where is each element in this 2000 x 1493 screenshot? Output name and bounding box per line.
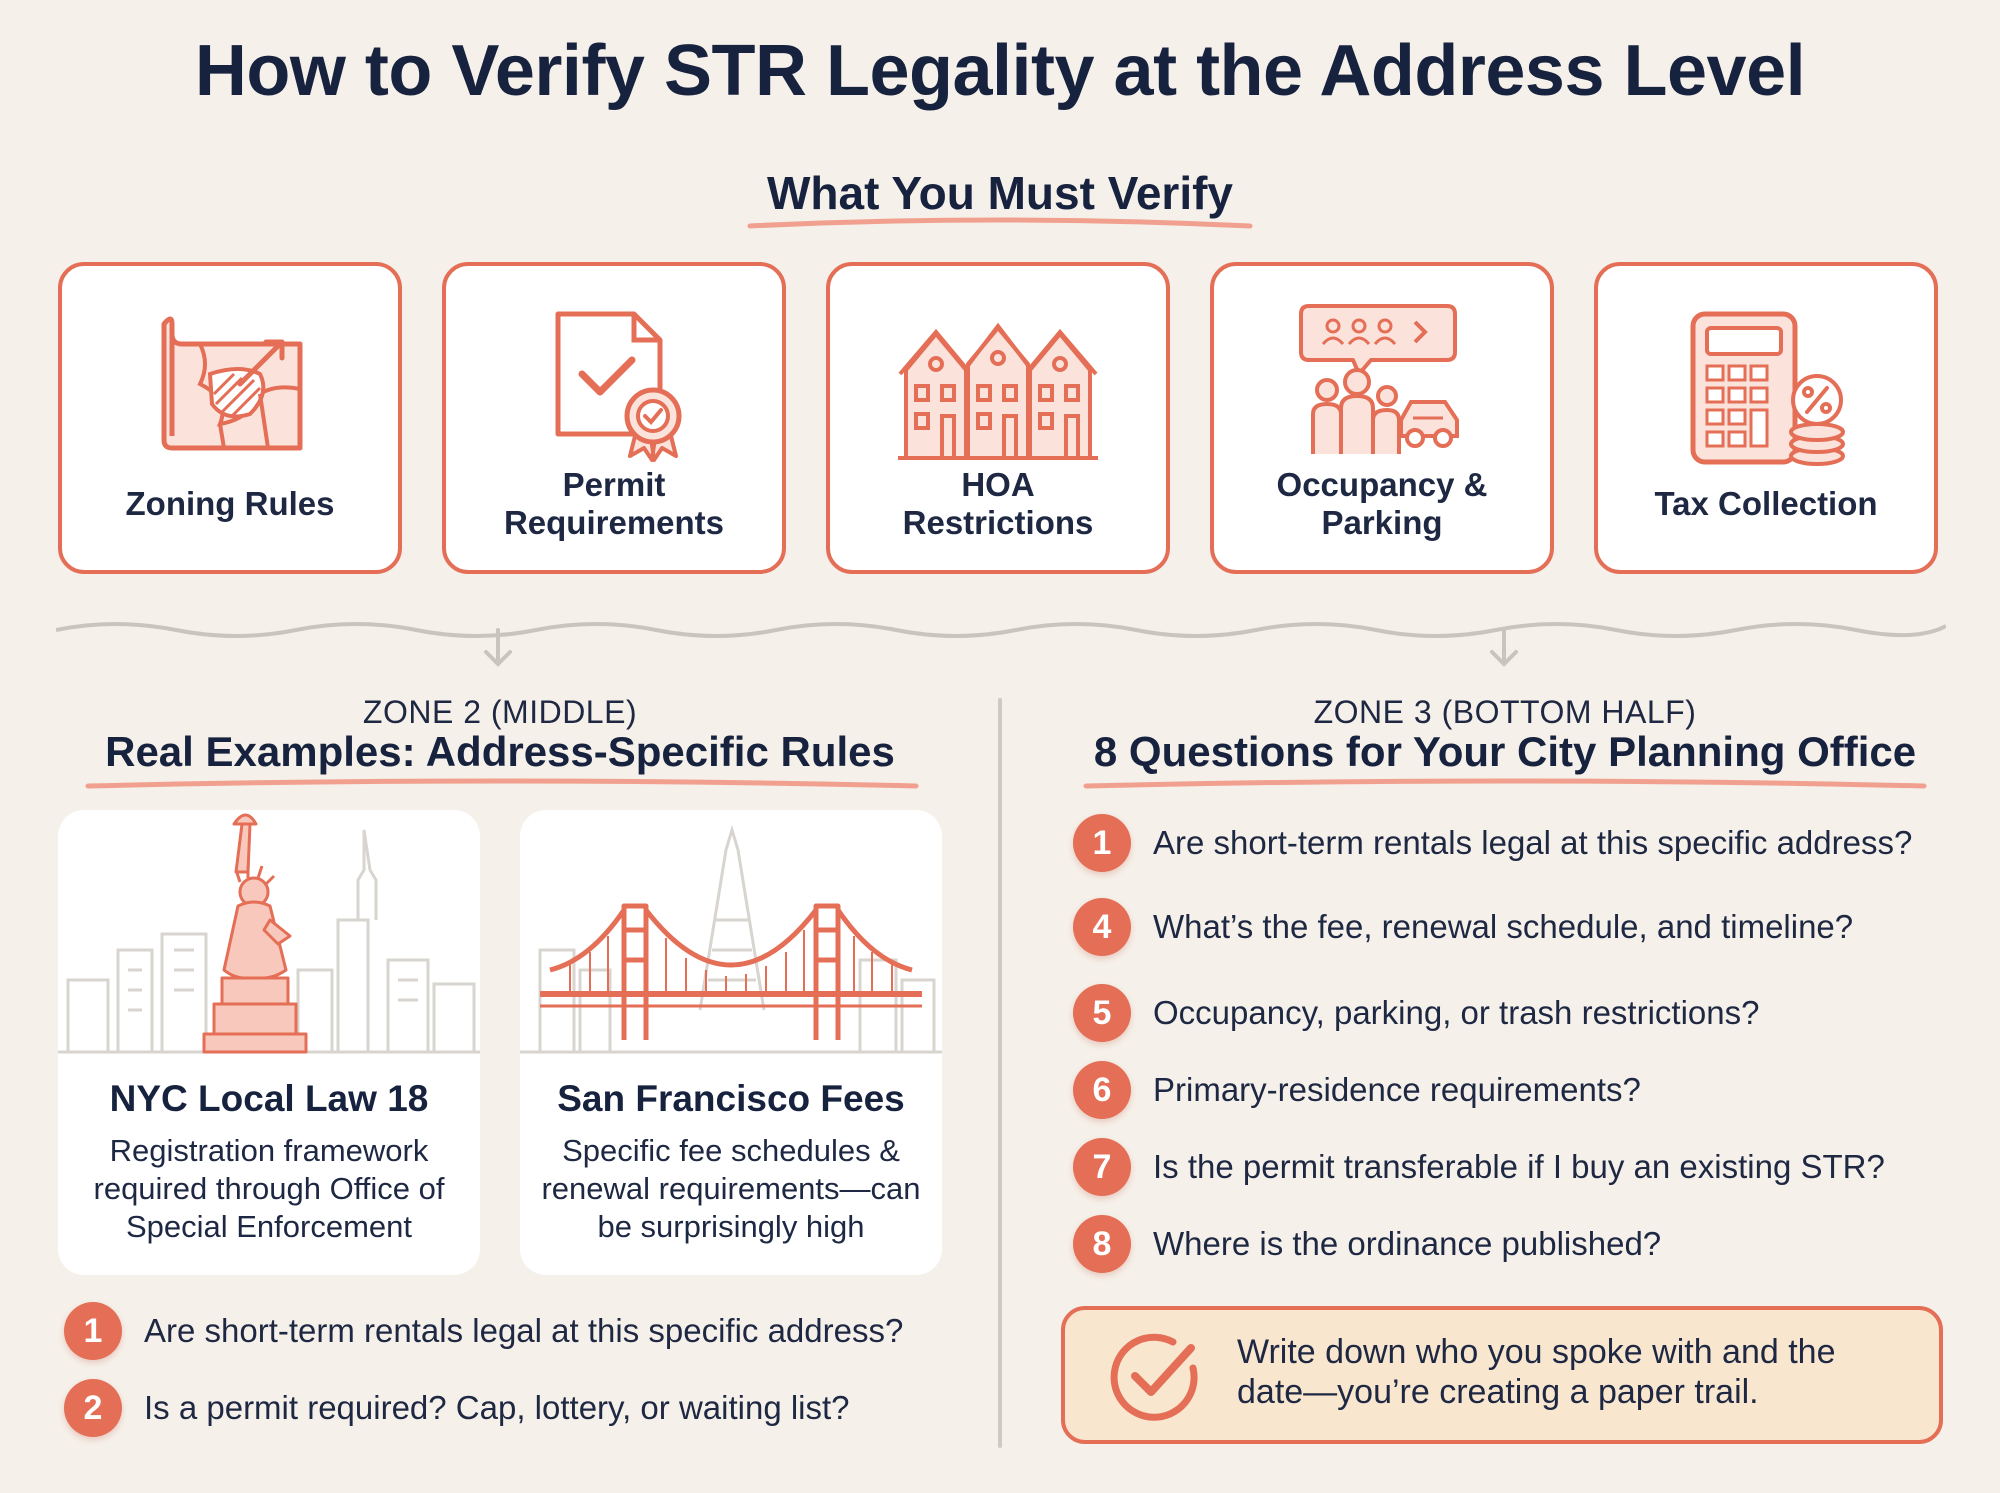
zone3-question-item: 6 Primary-residence requirements? [1073,1061,1641,1119]
zone2-question-item: 1 Are short-term rentals legal at this s… [64,1302,903,1360]
card-label: HOA Restrictions [902,466,1094,541]
example-body: Specific fee schedules & renewal require… [541,1133,921,1244]
example-card-sf: San Francisco Fees Specific fee schedule… [520,810,942,1275]
golden-gate-bridge-icon [520,824,942,1054]
card-label: Zoning Rules [125,485,335,522]
card-label: Permit Requirements [503,466,725,541]
zone3-title-underline [1083,778,1927,789]
zone2-question-item: 2 Is a permit required? Cap, lottery, or… [64,1379,850,1437]
card-label: Occupancy & Parking [1276,466,1488,541]
example-title: San Francisco Fees [557,1078,905,1119]
verify-card-permit: Permit Requirements [442,262,786,574]
example-card-nyc: NYC Local Law 18 Registration framework … [58,810,480,1275]
question-number-badge: 4 [1073,898,1131,956]
card-label: Tax Collection [1654,485,1878,522]
question-text: Is a permit required? Cap, lottery, or w… [144,1389,850,1426]
vertical-divider [998,698,1002,1448]
page-title: How to Verify STR Legality at the Addres… [194,31,1806,111]
question-text: What’s the fee, renewal schedule, and ti… [1153,908,1854,945]
zoning-map-icon [161,316,303,451]
townhouses-icon [898,322,1098,460]
zone3-kicker: ZONE 3 (BOTTOM HALF) [1313,694,1697,730]
example-title: NYC Local Law 18 [109,1078,429,1119]
occupancy-parking-icon [1299,304,1459,454]
verify-heading-underline [747,217,1253,229]
zone3-question-item: 7 Is the permit transferable if I buy an… [1073,1138,1885,1196]
question-number-badge: 6 [1073,1061,1131,1119]
question-number-badge: 8 [1073,1215,1131,1273]
question-text: Is the permit transferable if I buy an e… [1153,1148,1885,1185]
tip-callout: Write down who you spoke with and the da… [1061,1306,1943,1444]
question-text: Primary-residence requirements? [1153,1071,1641,1108]
question-text: Occupancy, parking, or trash restriction… [1153,994,1760,1031]
zone2-title-underline [85,778,919,789]
verify-card-zoning: Zoning Rules [58,262,402,574]
tip-text: Write down who you spoke with and the da… [1237,1333,1836,1411]
question-number-badge: 1 [1073,814,1131,872]
question-text: Are short-term rentals legal at this spe… [1153,824,1913,861]
zone2-kicker: ZONE 2 (MIDDLE) [362,694,638,730]
verify-card-tax: Tax Collection [1594,262,1938,574]
question-number-badge: 2 [64,1379,122,1437]
question-text: Where is the ordinance published? [1153,1225,1662,1262]
zone3-question-item: 5 Occupancy, parking, or trash restricti… [1073,984,1759,1042]
zone3-question-item: 4 What’s the fee, renewal schedule, and … [1073,898,1853,956]
verify-heading: What You Must Verify [766,167,1234,219]
wavy-divider [56,622,1946,667]
zone2-title: Real Examples: Address-Specific Rules [105,728,895,775]
verify-card-hoa: HOA Restrictions [826,262,1170,574]
statue-of-liberty-skyline-icon [58,813,480,1054]
permit-document-icon [555,311,682,462]
example-body: Registration framework required through … [93,1133,445,1244]
zone3-question-item: 1 Are short-term rentals legal at this s… [1073,814,1912,872]
question-text: Are short-term rentals legal at this spe… [144,1312,904,1349]
zone3-question-item: 8 Where is the ordinance published? [1073,1215,1661,1273]
checkmark-circle-icon [1110,1333,1198,1421]
verify-card-occupancy: Occupancy & Parking [1210,262,1554,574]
calculator-coins-icon [1690,311,1845,466]
question-number-badge: 5 [1073,984,1131,1042]
question-number-badge: 1 [64,1302,122,1360]
zone3-title: 8 Questions for Your City Planning Offic… [1093,728,1917,775]
question-number-badge: 7 [1073,1138,1131,1196]
